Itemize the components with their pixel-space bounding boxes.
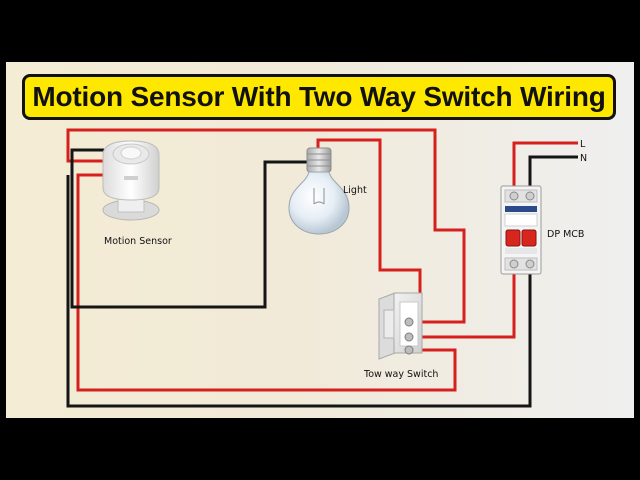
wire-switch-traveler-2 [76,173,457,392]
wire-lamp-to-switch [316,138,422,300]
dp-mcb [500,185,542,275]
dp-mcb-label: DP MCB [547,229,584,240]
wire-sensor-to-lamp [70,148,318,309]
light-bulb [288,147,350,235]
motion-sensor [102,140,160,221]
wire-neutral-in [528,155,578,196]
neutral-label: N [580,153,587,164]
wire-switch-traveler-1 [66,128,466,324]
line-label: L [580,139,586,150]
live-wires [66,128,578,392]
motion-sensor-label: Motion Sensor [104,236,172,247]
wire-mcb-to-switch [420,264,516,339]
neutral-wires [66,148,578,408]
title-banner: Motion Sensor With Two Way Switch Wiring [22,74,616,120]
wire-line-in [512,141,578,196]
diagram-title: Motion Sensor With Two Way Switch Wiring [32,81,606,112]
wire-neutral-out [66,175,532,408]
two-way-switch-label: Tow way Switch [363,369,438,380]
light-label: Light [343,185,367,196]
two-way-switch [378,292,423,360]
